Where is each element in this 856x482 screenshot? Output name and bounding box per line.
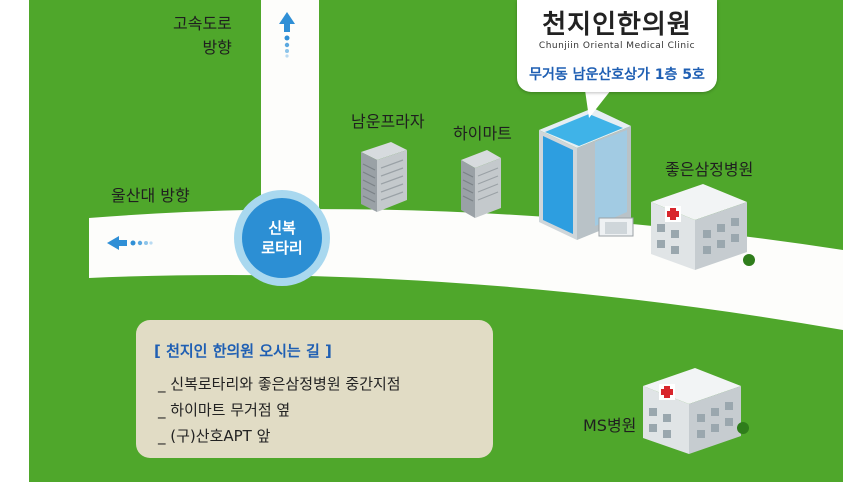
building-icon [461, 150, 501, 218]
directions-item: _ 하이마트 무거점 옆 [158, 401, 291, 419]
hospital-building-icon [643, 368, 749, 454]
clinic-building-icon [539, 108, 634, 240]
hi-mart-label: 하이마트 [453, 124, 512, 143]
namun-plaza-label: 남운프라자 [351, 112, 425, 131]
clinic-address: 무거동 남운산호상가 1층 5호 [529, 67, 705, 83]
expressway-direction-label: 고속도로 방향 [173, 14, 232, 57]
directions-item: _ (구)산호APT 앞 [158, 427, 271, 445]
joeun-hospital-label: 좋은삼정병원 [665, 160, 754, 179]
arrow-up-icon [279, 12, 295, 58]
arrow-left-icon [107, 236, 153, 250]
building-icon [361, 142, 407, 212]
directions-item: _ 신복로타리와 좋은삼정병원 중간지점 [158, 375, 401, 393]
clinic-logo-english: Chunjiin Oriental Medical Clinic [538, 41, 696, 51]
directions-box: [ 천지인 한의원 오시는 길 ] _ 신복로타리와 좋은삼정병원 중간지점 _… [136, 320, 493, 458]
ulsan-univ-direction-label: 울산대 방향 [111, 186, 190, 205]
directions-title: [ 천지인 한의원 오시는 길 ] [154, 342, 332, 360]
clinic-callout: 천지인한의원 Chunjiin Oriental Medical Clinic … [517, 0, 717, 92]
ms-hospital-label: MS병원 [583, 416, 637, 435]
rotary-label: 신복 로타리 [242, 198, 322, 278]
sinbok-rotary: 신복 로타리 [234, 190, 330, 286]
hospital-building-icon [651, 184, 755, 270]
road-to-expressway [261, 0, 319, 210]
clinic-logo: 천지인한의원 [542, 10, 692, 40]
location-map: 고속도로 방향 울산대 방향 신복 로타리 남운프라자 [29, 0, 843, 482]
callout-pointer [585, 90, 611, 118]
